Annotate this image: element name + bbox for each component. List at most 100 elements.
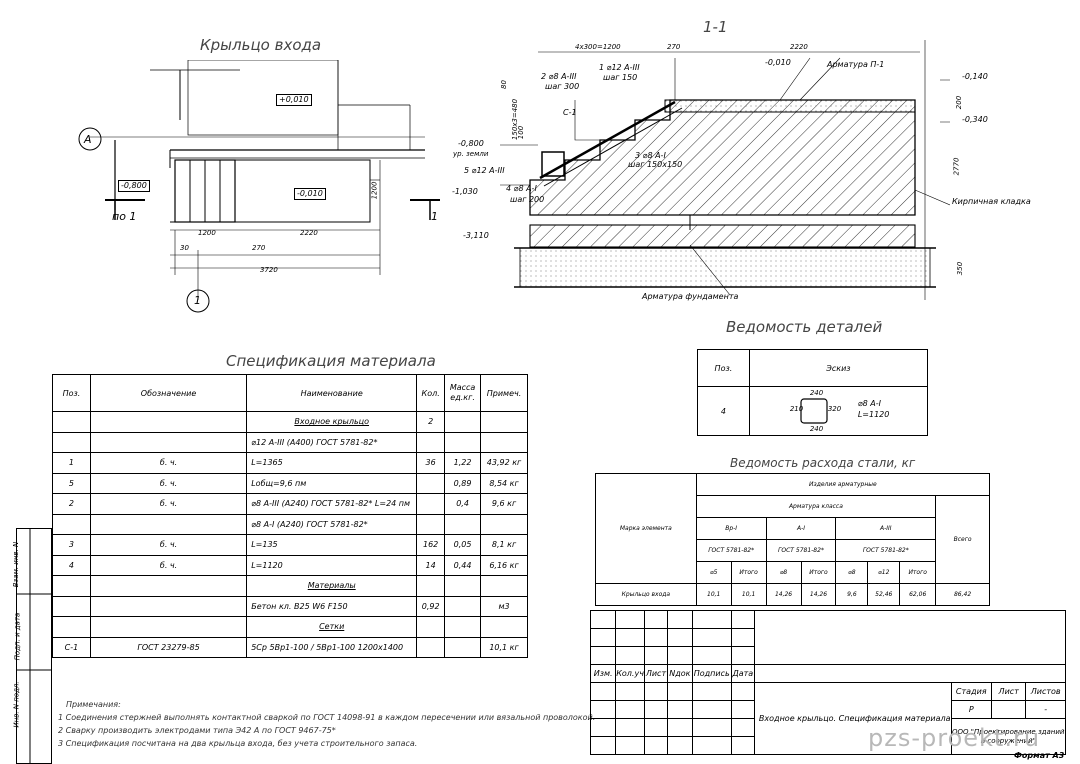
titleblock-col-header: Подпись	[691, 664, 732, 683]
spec-designation	[89, 616, 248, 638]
section-foundation-label: Арматура фундамента	[642, 292, 739, 301]
spec-qty	[416, 472, 446, 494]
section-ground: ур. земли	[453, 150, 489, 158]
steel-value: 62,06	[899, 583, 937, 606]
spec-pos	[52, 513, 91, 535]
spec-qty	[416, 493, 446, 515]
spec-note: 9,6 кг	[480, 493, 528, 515]
spec-header-note: Примеч.	[480, 374, 528, 412]
spec-qty: 162	[416, 534, 446, 556]
spec-qty: 0,92	[416, 595, 446, 617]
plan-level-bottom: -0,800	[118, 180, 150, 192]
section-dim-150: 150х3=480	[511, 98, 520, 141]
spec-note: 10,1 кг	[480, 636, 528, 658]
plan-drawing	[78, 60, 440, 313]
steel-value: 10,1	[695, 583, 732, 606]
section-brick-label: Кирпичная кладка	[952, 197, 1031, 206]
spec-mass	[444, 431, 482, 453]
spec-mass	[444, 411, 482, 433]
section-dim-200: 200	[955, 95, 964, 110]
steel-col-header: Итого	[730, 561, 767, 584]
spec-name: Входное крыльцо	[246, 411, 418, 433]
axis-1-label: 1	[194, 294, 201, 307]
section-dim-2770: 2770	[952, 157, 961, 176]
spec-note	[480, 616, 528, 638]
section-rebar-3-step: шаг 150х150	[628, 160, 683, 169]
steel-value: 9,6	[835, 583, 869, 606]
spec-designation: б. ч.	[89, 452, 248, 474]
spec-name: Сетки	[246, 616, 418, 638]
steel-col-header: ⌀12	[867, 561, 901, 584]
details-header-pos: Поз.	[697, 349, 750, 387]
section-level-m0800: -0,800	[458, 139, 484, 148]
titleblock-col-header: Изм.	[589, 664, 617, 683]
spec-name: Бетон кл. В25 W6 F150	[246, 595, 418, 617]
section-rebar-1: 1 ⌀12 А-III	[599, 63, 640, 72]
section-dim-350: 350	[956, 261, 965, 276]
spec-designation: б. ч.	[89, 472, 248, 494]
titleblock-name: Входное крыльцо. Спецификация материала	[753, 682, 952, 755]
section-level-m0340: -0,340	[962, 115, 988, 124]
section-rebar-4-step: шаг 200	[510, 195, 545, 204]
spec-pos: 2	[52, 493, 91, 515]
spec-designation: ГОСТ 23279-85	[89, 636, 248, 658]
spec-mass: 0,05	[444, 534, 482, 556]
spec-mass	[444, 636, 482, 658]
spec-designation	[89, 513, 248, 535]
spec-designation	[89, 431, 248, 453]
details-title: Ведомость деталей	[726, 318, 883, 336]
steel-group-1: Вр-I	[695, 517, 767, 540]
spec-qty	[416, 616, 446, 638]
steel-col-header: Итого	[800, 561, 837, 584]
titleblock-sheets: -	[1025, 700, 1066, 719]
spec-pos	[52, 616, 91, 638]
notes-head: Примечания:	[66, 700, 121, 709]
steel-table: Марка элемента Изделия арматурные Армату…	[595, 473, 991, 606]
notes-2: 2 Сварку производить электродами типа Э4…	[58, 726, 336, 735]
spec-name: 5Ср 5Вр1-100 / 5Вр1-100 1200х1400	[246, 636, 418, 658]
plan-level-top: +0,010	[276, 94, 312, 106]
plan-dim-3720: 3720	[260, 266, 278, 274]
spec-name: L=1120	[246, 554, 418, 576]
notes-3: 3 Спецификация посчитана на два крыльца …	[58, 739, 418, 748]
spec-pos: 4	[52, 554, 91, 576]
titleblock-col-header: Nдок	[667, 664, 693, 683]
plan-dim-1200-vertical: 1200	[370, 181, 379, 200]
spec-row: Материалы	[52, 575, 528, 597]
plan-level-porch: -0,010	[294, 188, 326, 200]
spec-designation: б. ч.	[89, 554, 248, 576]
section-rebar-2-step: шаг 300	[545, 82, 580, 91]
plan-dim-270: 270	[252, 244, 266, 252]
details-header-sketch: Эскиз	[748, 349, 929, 387]
side-stamp-3: Инв. N подл.	[12, 681, 21, 728]
spec-designation: б. ч.	[89, 493, 248, 515]
spec-qty	[416, 575, 446, 597]
steel-value: 52,46	[867, 583, 901, 606]
spec-qty: 36	[416, 452, 446, 474]
spec-header-qty: Кол.	[416, 374, 446, 412]
steel-col-header: ⌀8	[835, 561, 869, 584]
section-level-m1030: -1,030	[452, 187, 478, 196]
spec-header-mass: Масса ед.кг.	[444, 374, 482, 412]
spec-header-designation: Обозначение	[89, 374, 248, 412]
spec-mass	[444, 616, 482, 638]
titleblock-stage-header: Стадия	[950, 682, 993, 701]
titleblock-col-header: Кол.уч	[615, 664, 645, 683]
spec-name: Lобщ=9,6 пм	[246, 472, 418, 494]
section-rebar-1-step: шаг 150	[603, 73, 638, 82]
steel-title: Ведомость расхода стали, кг	[730, 456, 916, 470]
titleblock-col-header: Дата	[730, 664, 755, 683]
section-level-m0010: -0,010	[765, 58, 791, 67]
steel-group-3: А-III	[835, 517, 937, 540]
spec-name: L=135	[246, 534, 418, 556]
steel-col-header: ⌀8	[765, 561, 802, 584]
plan-section-label: по 1	[112, 210, 137, 223]
spec-table: Поз. Обозначение Наименование Кол. Масса…	[52, 374, 528, 658]
detail-sketch-shape	[800, 398, 828, 424]
